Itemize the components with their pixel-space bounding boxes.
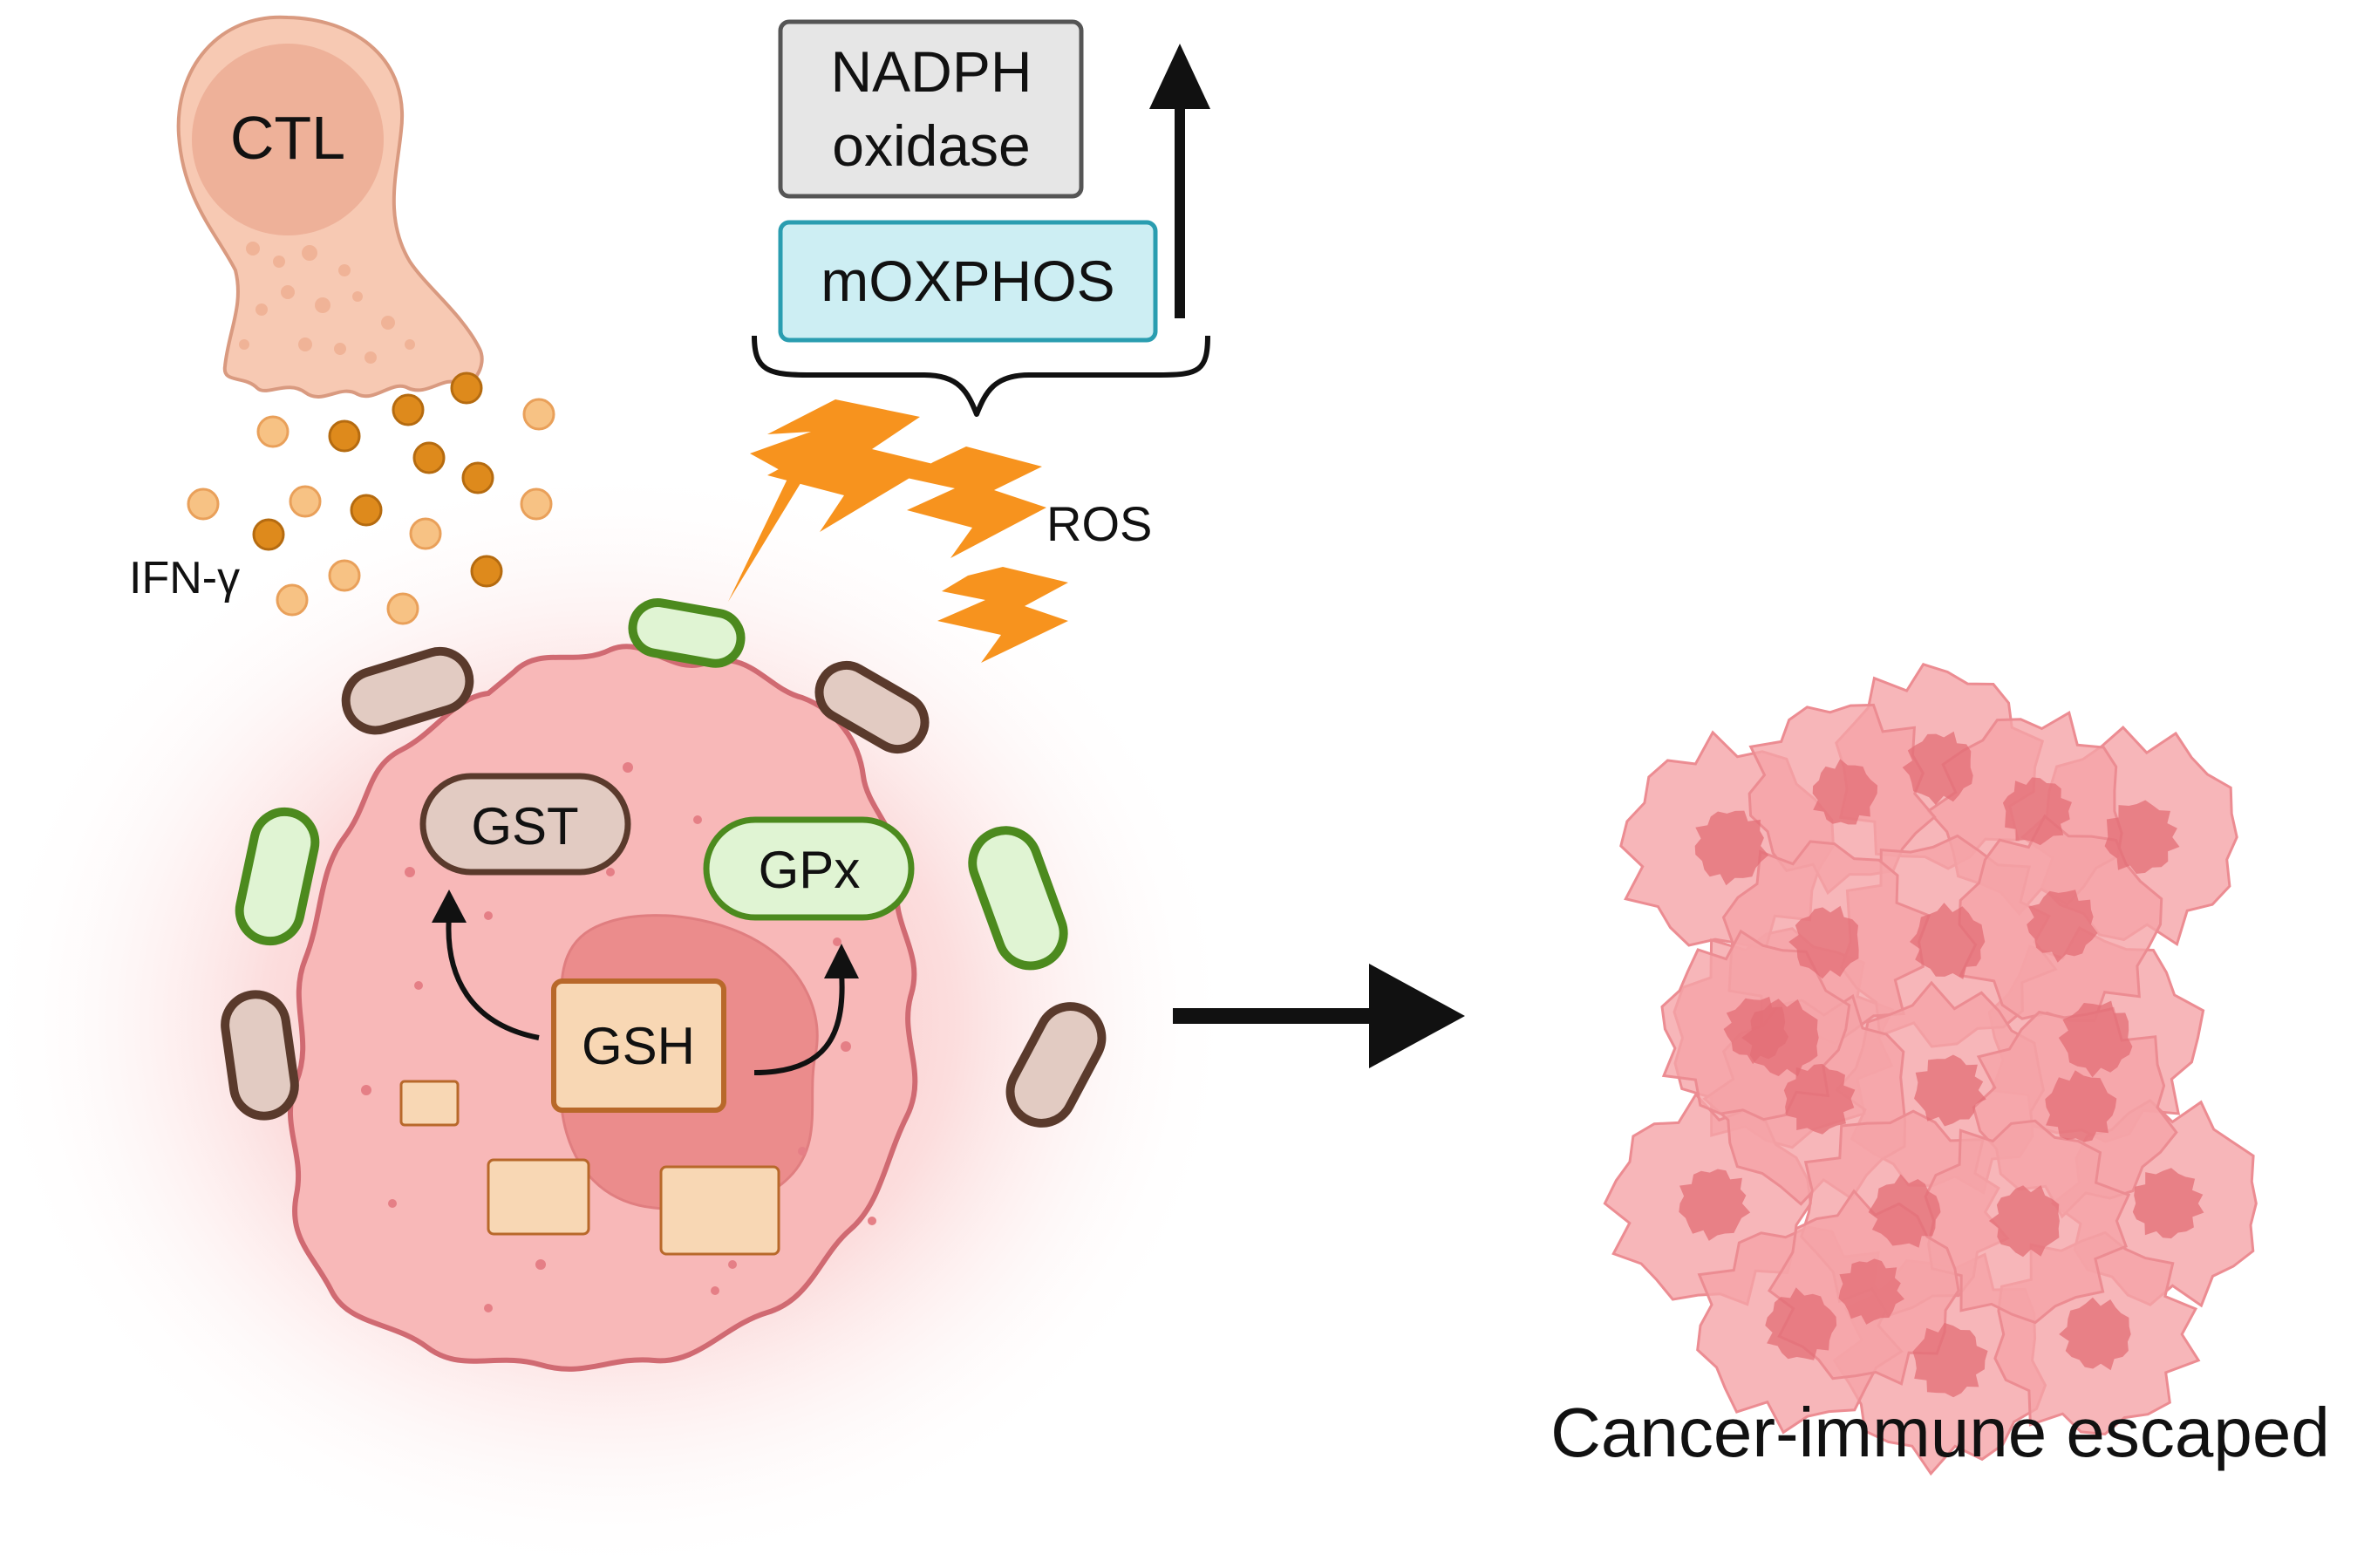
tumor-cell-nucleus (1838, 1258, 1904, 1325)
gst-organelle: GST (419, 773, 631, 876)
tumor-cell-nucleus (2027, 890, 2098, 963)
gsh-box: GSH (551, 978, 726, 1113)
tumor-cell-nucleus (1868, 1174, 1941, 1248)
gsh-to-gst-arrowhead (432, 890, 467, 923)
brown-organelle (1005, 1002, 1107, 1128)
gst-label: GST (471, 797, 578, 856)
tumor-cell-nucleus (2104, 800, 2180, 874)
ctl-granules (239, 242, 415, 364)
ctl-cell: CTL (176, 15, 484, 399)
tumor-cell-nucleus (1812, 759, 1878, 825)
outcome-arrow (1173, 964, 1465, 1068)
gsh-to-gpx-arrowhead (824, 944, 859, 978)
vesicles (399, 1080, 780, 1256)
tumor-cell-nucleus (2045, 1070, 2117, 1142)
ros-bolt-middle (907, 447, 1046, 558)
gsh-to-gpx-arrow (753, 971, 845, 1075)
gsh-label: GSH (582, 1017, 695, 1075)
organelles (221, 598, 1107, 1128)
ros-label: ROS (1046, 496, 1152, 551)
moxphos-box: mOXPHOS (778, 220, 1158, 343)
brown-organelle (814, 661, 930, 753)
gsh-to-gst-arrow (446, 915, 540, 1040)
outcome-label: Cancer-immune escaped (1550, 1394, 2330, 1471)
tumor-cell-nucleus (2132, 1168, 2204, 1239)
nadph-oxidase-box: NADPH oxidase (778, 19, 1084, 199)
tumor-cluster (1603, 663, 2258, 1476)
nadph-line2: oxidase (832, 113, 1031, 178)
green-organelle (235, 807, 320, 946)
tumor-cell-nucleus (2059, 1297, 2131, 1371)
tumor-cell-nucleus (1912, 1322, 1988, 1398)
ros-bolt-large (728, 399, 933, 602)
curly-brace (752, 335, 1210, 417)
ctl-nucleus (192, 44, 384, 235)
green-organelle (628, 598, 746, 668)
green-organelle (968, 826, 1068, 971)
brown-organelle (221, 990, 299, 1121)
tumor-cell-nucleus (2058, 1000, 2133, 1078)
tumor-cell-nucleus (1902, 731, 1973, 805)
ifn-gamma-particles (187, 372, 555, 625)
increase-arrow (1149, 44, 1210, 318)
tumor-cell-nucleus (1694, 810, 1769, 886)
gpx-label: GPx (759, 841, 861, 899)
tumor-cell-nucleus (2002, 777, 2072, 846)
nadph-line1: NADPH (830, 39, 1032, 104)
tumor-cell-nucleus (1765, 1287, 1837, 1360)
tumor-cell-nucleus (1988, 1185, 2060, 1258)
tumor-cell-nucleus (1783, 1063, 1856, 1135)
tumor-cell-nucleus (1910, 903, 1986, 979)
ctl-label: CTL (230, 104, 345, 172)
ros-bolt-small (937, 567, 1068, 663)
brown-organelle (341, 646, 474, 735)
tumor-cell-nucleus (1914, 1054, 1986, 1127)
moxphos-label: mOXPHOS (821, 249, 1114, 313)
ros-bolts (728, 399, 1068, 663)
tumor-cell-nucleus (1788, 905, 1859, 979)
tumor-cell-nucleus (1723, 996, 1789, 1065)
tumor-cell-nucleus (1679, 1169, 1751, 1241)
ifn-gamma-label: IFN-γ (129, 553, 240, 603)
gpx-organelle: GPx (703, 816, 915, 921)
